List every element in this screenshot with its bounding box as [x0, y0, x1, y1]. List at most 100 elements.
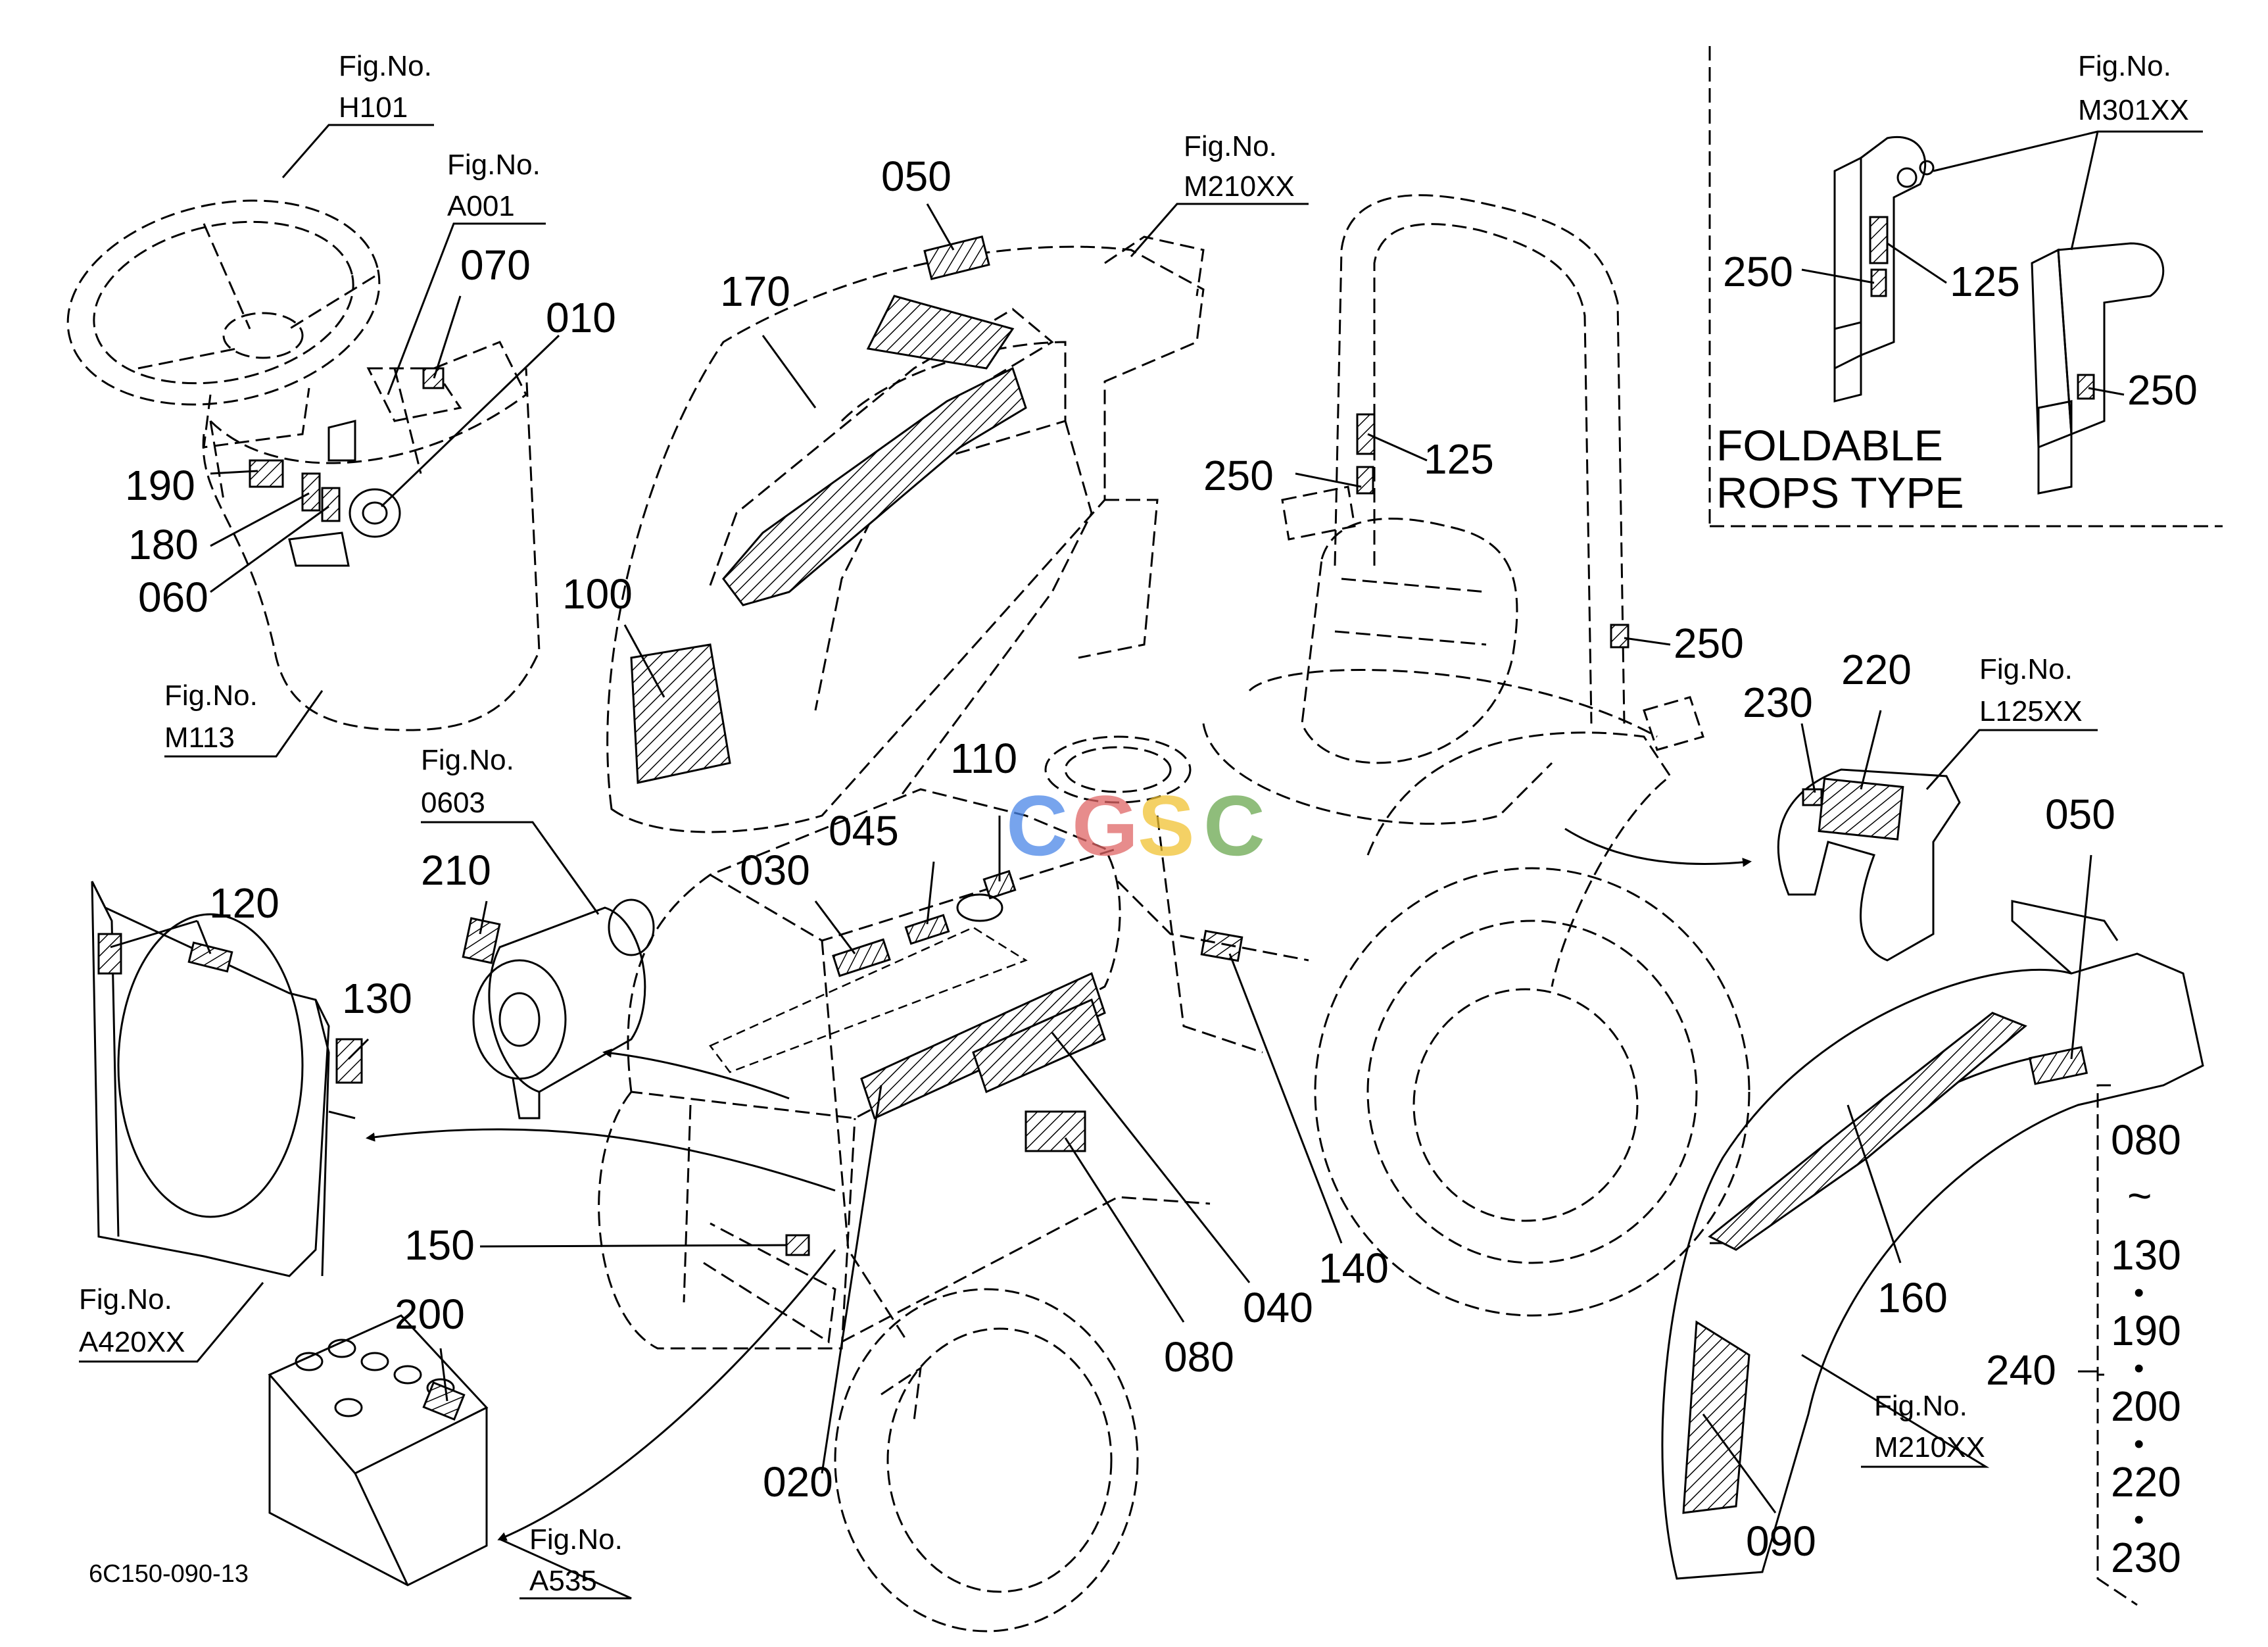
callout-100: 100 — [562, 570, 633, 618]
decal-180 — [301, 472, 321, 512]
callout-150: 150 — [404, 1221, 475, 1269]
callout-250-panel-left: 250 — [1723, 248, 1793, 295]
hood-fender-group — [606, 235, 1205, 833]
fig-ref-label: Fig.No. — [529, 1523, 623, 1556]
callout-030: 030 — [740, 847, 810, 894]
decal-060 — [321, 487, 341, 522]
callout-170: 170 — [720, 268, 790, 315]
callout-060: 060 — [138, 574, 208, 621]
decal-250-rops-lower — [1610, 624, 1629, 649]
fig-ref-label: Fig.No. — [2078, 50, 2171, 82]
decal-125-rops — [1356, 413, 1376, 455]
fig-ref-label: Fig.No. — [1184, 130, 1277, 162]
watermark-logo: C G S C — [1006, 777, 1265, 873]
callout-010: 010 — [546, 294, 616, 341]
step-fender-group — [1777, 768, 1961, 962]
callout-125-panel: 125 — [1950, 258, 2020, 305]
svg-text:C: C — [1203, 777, 1265, 873]
decal-140 — [1200, 929, 1243, 962]
fig-ref-m210xx-bottom: M210XX — [1874, 1431, 1985, 1463]
bracket-item: 200 — [2111, 1383, 2181, 1430]
callout-250-panel-right: 250 — [2127, 366, 2198, 414]
tractor-body — [366, 194, 1752, 1633]
fig-ref-label: Fig.No. — [339, 50, 432, 82]
callout-040: 040 — [1243, 1284, 1313, 1331]
fig-ref-label: Fig.No. — [1979, 653, 2073, 685]
callout-120: 120 — [209, 879, 279, 927]
bracket-item: 130 — [2111, 1231, 2181, 1279]
callout-210: 210 — [421, 847, 491, 894]
fig-ref-0603: 0603 — [421, 787, 485, 819]
panel-title-line2: ROPS TYPE — [1716, 468, 1964, 517]
fig-ref-a001: A001 — [447, 190, 515, 222]
decal-130 — [335, 1038, 363, 1084]
decal-050-fender — [2028, 1046, 2088, 1085]
callout-140: 140 — [1318, 1244, 1389, 1292]
key-switch — [349, 488, 401, 538]
fig-ref-m113: M113 — [164, 722, 235, 754]
panel-title-line1: FOLDABLE — [1716, 421, 1943, 470]
bracket-item: • — [2134, 1504, 2144, 1536]
svg-text:C: C — [1006, 777, 1068, 873]
foldable-rops-panel — [1708, 46, 2223, 528]
decal-250-panel-right — [2077, 374, 2095, 400]
decal-125-panel — [1869, 216, 1889, 264]
fig-ref-label: Fig.No. — [447, 149, 541, 181]
decal-080 — [1025, 1110, 1086, 1152]
callout-230: 230 — [1743, 679, 1813, 726]
callout-190: 190 — [125, 462, 195, 509]
callout-050-top: 050 — [881, 153, 952, 200]
fig-ref-label: Fig.No. — [421, 744, 514, 776]
callout-125-rops: 125 — [1424, 435, 1494, 483]
decal-100 — [630, 643, 731, 784]
callout-240: 240 — [1986, 1346, 2056, 1394]
fig-ref-label: Fig.No. — [1874, 1390, 1967, 1422]
decal-110 — [982, 870, 1017, 900]
bracket-item: 080 — [2111, 1116, 2181, 1164]
svg-text:S: S — [1138, 777, 1195, 873]
fig-ref-label: Fig.No. — [164, 679, 258, 712]
decal-070 — [422, 367, 445, 389]
decal-190 — [249, 459, 284, 488]
callout-045: 045 — [829, 807, 899, 854]
drawing-code: 6C150-090-13 — [89, 1560, 249, 1588]
svg-text:G: G — [1072, 777, 1138, 873]
fig-ref-label: Fig.No. — [79, 1283, 172, 1315]
fig-ref-a535: A535 — [529, 1565, 597, 1597]
callout-numbers: 070 010 190 180 060 050 170 100 250 125 … — [125, 153, 2198, 1565]
callout-220: 220 — [1841, 646, 1912, 693]
decal-230 — [1802, 788, 1823, 806]
callout-180: 180 — [128, 521, 199, 568]
fig-ref-a420xx: A420XX — [79, 1326, 185, 1358]
fig-ref-m210xx-top: M210XX — [1184, 170, 1295, 203]
bracket-list: 080 ~ 130 • 190 • 200 • 220 • 230 — [2078, 1084, 2181, 1606]
callout-090: 090 — [1746, 1517, 1816, 1565]
decal-150 — [785, 1234, 810, 1256]
callout-160: 160 — [1877, 1274, 1948, 1321]
bracket-item: • — [2134, 1277, 2144, 1309]
callout-250-rops: 250 — [1203, 452, 1274, 499]
figure-references: Fig.No. H101 Fig.No. A001 Fig.No. M210XX… — [79, 50, 2189, 1597]
fig-ref-h101: H101 — [339, 91, 408, 124]
fuel-cap — [956, 893, 1003, 922]
callout-080: 080 — [1164, 1333, 1234, 1381]
fig-ref-m301xx: M301XX — [2078, 94, 2189, 126]
decal-030 — [832, 938, 891, 977]
decal-160 — [1708, 1012, 2027, 1251]
decal-050-top — [923, 235, 990, 281]
leader-lines — [79, 124, 2203, 1600]
decal-120-top — [187, 941, 233, 973]
decal-120-left — [97, 933, 122, 975]
fig-ref-l125xx: L125XX — [1979, 695, 2083, 727]
bracket-item: 230 — [2111, 1534, 2181, 1581]
steering-dashboard-group — [66, 199, 541, 731]
battery-group — [268, 1314, 489, 1586]
callout-050-fender: 050 — [2045, 791, 2115, 838]
air-cleaner-group — [462, 898, 655, 1119]
bracket-item: • — [2134, 1352, 2144, 1385]
decal-170 — [722, 366, 1027, 606]
callout-200: 200 — [395, 1291, 465, 1338]
bracket-item: 190 — [2111, 1307, 2181, 1354]
decal-210 — [462, 917, 501, 964]
